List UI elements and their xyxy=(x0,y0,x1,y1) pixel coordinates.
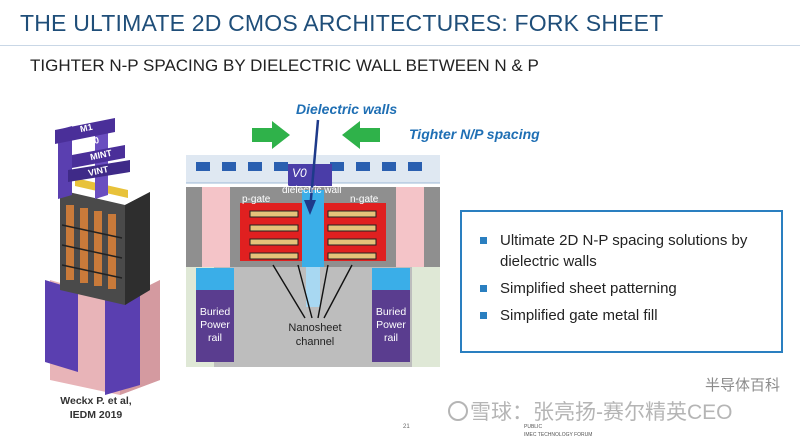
arrow-left-green xyxy=(342,121,380,149)
m1-layer xyxy=(55,118,115,144)
buried-rail-left xyxy=(196,290,234,362)
watermark-logo-icon xyxy=(448,401,468,421)
callout-tighter-spacing: Tighter N/P spacing xyxy=(409,126,540,142)
nanosheet-line2: channel xyxy=(295,336,335,348)
lower-right-pad xyxy=(412,267,440,367)
bpr-cap-right xyxy=(372,268,410,290)
rail-left xyxy=(45,280,78,372)
bullet-text: Ultimate 2D N-P spacing solutions by die… xyxy=(500,232,748,270)
square-bullet-icon xyxy=(480,312,487,319)
bpr-left-line3: rail xyxy=(207,332,222,344)
square-bullet-icon xyxy=(480,285,487,292)
watermark-top-text: 半导体百科 xyxy=(705,377,781,394)
bpr-right-line1: Buried xyxy=(375,306,407,318)
slide-subtitle: TIGHTER N-P SPACING BY DIELECTRIC WALL B… xyxy=(30,56,539,75)
key-points-box: Ultimate 2D N-P spacing solutions by die… xyxy=(460,210,783,353)
bullet-text: Simplified sheet patterning xyxy=(500,280,677,297)
footer-forum: IMEC TECHNOLOGY FORUM xyxy=(524,432,593,438)
nanosheets xyxy=(66,205,116,289)
key-points-list: Ultimate 2D N-P spacing solutions by die… xyxy=(462,212,781,326)
bullet-item: Ultimate 2D N-P spacing solutions by die… xyxy=(480,230,767,272)
label-p-gate: p-gate xyxy=(242,194,271,205)
citation: Weckx P. et al, IEDM 2019 xyxy=(46,394,146,422)
label-n-gate: n-gate xyxy=(350,194,379,205)
channel-pointers xyxy=(272,264,353,319)
vint-layer xyxy=(68,160,130,182)
bullet-text: Simplified gate metal fill xyxy=(500,307,658,324)
label-nanosheet-channel: Nanosheet channel xyxy=(282,321,348,349)
nanosheet-line1: Nanosheet xyxy=(288,322,342,334)
citation-author: Weckx P. et al, xyxy=(60,395,132,407)
dielectric-pointer xyxy=(308,119,320,211)
spacer-right xyxy=(396,187,424,267)
buried-rail-right xyxy=(372,290,410,362)
nanosheet-stripes xyxy=(61,224,123,279)
slide-title: THE ULTIMATE 2D CMOS ARCHITECTURES: FORK… xyxy=(20,10,664,36)
callout-dielectric-walls: Dielectric walls xyxy=(296,101,398,117)
gate-stack-side xyxy=(125,192,150,305)
watermark-text: 雪球：张亮扬-赛尔精英CEO xyxy=(470,401,733,424)
via-squares xyxy=(196,162,422,171)
mint-layer xyxy=(72,145,125,168)
title-divider xyxy=(0,45,800,46)
bpr-cap-left xyxy=(196,268,234,290)
spacer-left xyxy=(202,187,230,267)
bpr-left-line2: Power xyxy=(200,319,230,331)
sheets-right xyxy=(327,210,377,260)
label-dielectric-wall: dielectric wall xyxy=(282,185,342,196)
sheets-left xyxy=(249,210,299,260)
arrow-right-green xyxy=(252,121,290,149)
citation-venue: IEDM 2019 xyxy=(69,409,123,421)
bpr-right-line2: Power xyxy=(376,319,406,331)
bullet-item: Simplified gate metal fill xyxy=(480,305,767,326)
label-bpr-left: Buried Power rail xyxy=(196,306,234,345)
square-bullet-icon xyxy=(480,237,487,244)
label-v0-center: V0 xyxy=(292,166,307,180)
footer-public: PUBLIC xyxy=(524,424,543,430)
bpr-right-line3: rail xyxy=(383,332,398,344)
page-number: 21 xyxy=(403,424,410,430)
bpr-left-line1: Buried xyxy=(199,306,231,318)
v0-block xyxy=(288,164,332,186)
label-bpr-right: Buried Power rail xyxy=(372,306,410,345)
bullet-item: Simplified sheet patterning xyxy=(480,278,767,299)
rail-right xyxy=(105,283,140,395)
